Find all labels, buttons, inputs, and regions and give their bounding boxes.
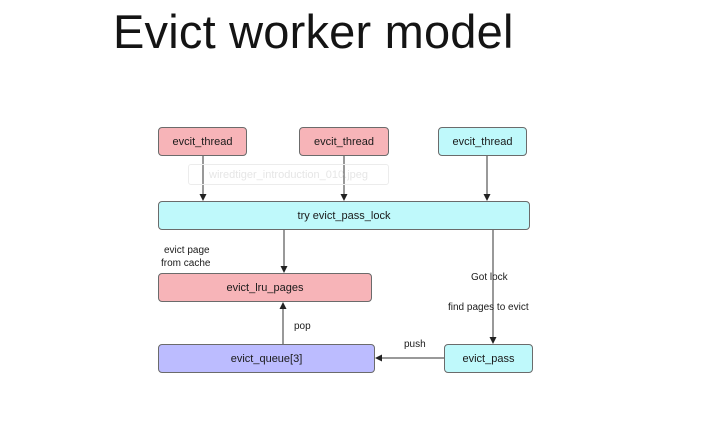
from-cache-label: from cache (161, 258, 211, 269)
pop-label: pop (294, 321, 311, 332)
evict-thread-box-1: evcit_thread (158, 127, 247, 156)
evict-page-label: evict page (164, 245, 210, 256)
got-lock-label: Got lock (471, 272, 508, 283)
evict-queue-box: evict_queue[3] (158, 344, 375, 373)
push-label: push (404, 339, 426, 350)
evict-lru-pages-box: evict_lru_pages (158, 273, 372, 302)
evict-pass-lock-box: try evict_pass_lock (158, 201, 530, 230)
evict-thread-box-3: evcit_thread (438, 127, 527, 156)
evict-thread-box-2: evcit_thread (299, 127, 389, 156)
evict-pass-box: evict_pass (444, 344, 533, 373)
watermark-label: wiredtiger_introduction_010.jpeg (188, 164, 389, 185)
slide-title: Evict worker model (113, 5, 514, 58)
find-pages-label: find pages to evict (448, 302, 529, 313)
